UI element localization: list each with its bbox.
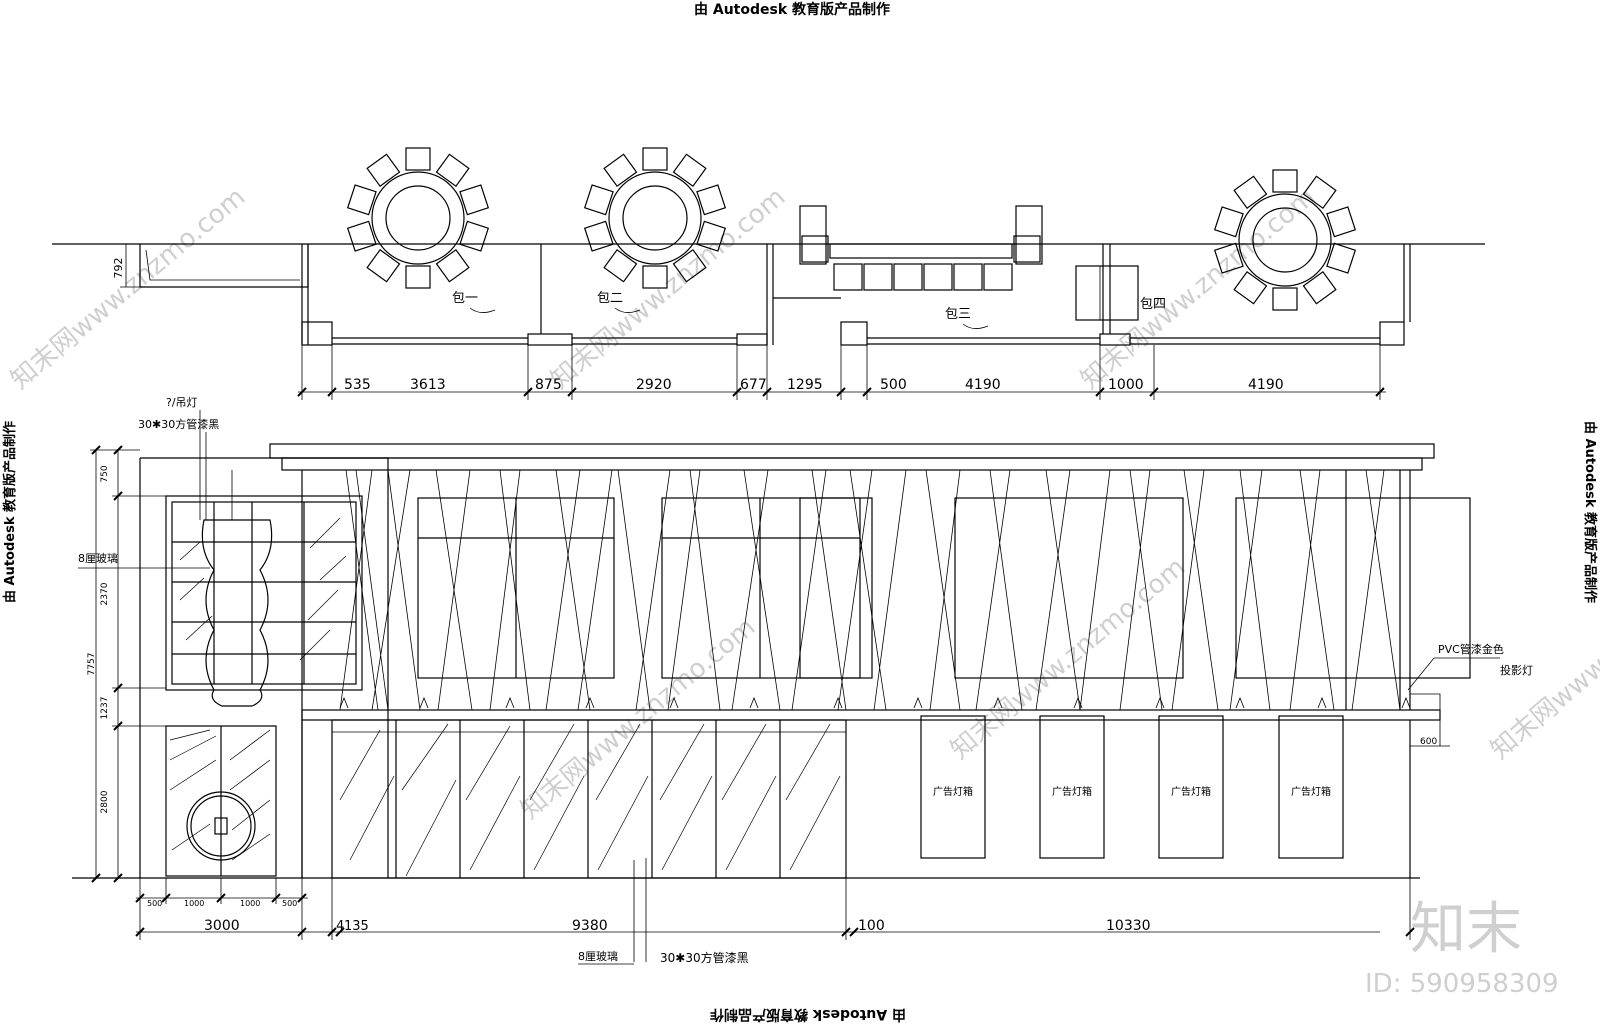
bottom-dim-5: 10330 — [1106, 918, 1151, 934]
watermark-id: ID: 590958309 — [1365, 969, 1559, 999]
plan-dim-2: 3613 — [410, 377, 446, 393]
stamp-left: 由 Autodesk 教育版产品制作 — [2, 421, 18, 603]
annex-door — [165, 725, 277, 877]
ground-glass-wall — [331, 719, 847, 879]
plan-dim-10: 4190 — [1248, 377, 1284, 393]
label-tube-bottom: 30✱30方管漆黑 — [660, 950, 749, 965]
round-table-2 — [583, 147, 727, 289]
stamp-bottom: 由 Autodesk 教育版产品制作 — [710, 1006, 906, 1023]
label-glass-bottom: 8厘玻璃 — [578, 949, 618, 963]
round-table-3 — [1213, 169, 1357, 311]
diagonal-tubes — [339, 469, 1401, 711]
label-glass-left: 8厘玻璃 — [78, 551, 118, 565]
watermark-layer: 知末网www.znzmo.com 知末网www.znzmo.com 知末网www… — [5, 182, 1600, 825]
lightbox-label-3: 广告灯箱 — [1171, 785, 1211, 798]
plan-dim-8: 4190 — [965, 377, 1001, 393]
bottom-dim-1: 3000 — [204, 918, 240, 934]
bottom-small-dim-1: 500 — [147, 899, 162, 908]
lightbox-label-4: 广告灯箱 — [1291, 785, 1331, 798]
bottom-dim-overlap: 4 — [336, 919, 344, 934]
bottom-small-dim-2: 1000 — [184, 899, 204, 908]
bottom-dim-2: 135 — [344, 919, 369, 934]
plan-dim-6: 1295 — [787, 377, 823, 393]
lightbox-label-2: 广告灯箱 — [1052, 785, 1092, 798]
room-label-4: 包四 — [1140, 297, 1166, 312]
plan-dim-1: 535 — [344, 377, 371, 393]
label-tube-top: 30✱30方管漆黑 — [138, 417, 219, 431]
plan-dim-5: 677 — [740, 377, 767, 393]
label-lamp: ?/吊灯 — [166, 396, 198, 409]
left-dim-1: 750 — [100, 465, 110, 482]
right-dim: 600 — [1420, 737, 1437, 747]
lightbox-label-1: 广告灯箱 — [933, 785, 973, 798]
floor-plan: 792 — [52, 147, 1485, 400]
watermark-site-3: 知末网www.znzmo.com — [1075, 182, 1321, 395]
bottom-dim-3: 9380 — [572, 918, 608, 934]
stamp-right: 由 Autodesk 教育版产品制作 — [1582, 421, 1598, 603]
plan-dim-3: 875 — [535, 377, 562, 393]
watermark-site-4: 知末网www.znzmo.com — [515, 612, 761, 825]
plan-dim-7: 500 — [880, 377, 907, 393]
spotlights — [339, 696, 1411, 709]
label-spot: 投影灯 — [1500, 663, 1533, 677]
label-pvc: PVC管漆金色 — [1438, 642, 1504, 656]
left-dim-5: 2800 — [100, 790, 110, 813]
left-dims: 750 2370 7757 1237 2800 — [87, 445, 166, 883]
watermark-site-5: 知末网www.znzmo.com — [945, 552, 1191, 765]
lantern-window — [165, 470, 363, 707]
plan-dim-9: 1000 — [1108, 377, 1144, 393]
plan-depth-dim: 792 — [112, 258, 125, 279]
front-elevation: 广告灯箱 广告灯箱 广告灯箱 广告灯箱 ?/吊灯 30✱30方管漆黑 8厘玻璃 … — [72, 396, 1533, 965]
left-dim-4: 1237 — [100, 697, 110, 720]
watermark-site-2: 知末网www.znzmo.com — [545, 182, 791, 395]
bottom-dims: 500 1000 1000 500 3000 4 135 9380 100 10… — [135, 878, 1415, 940]
bottom-small-dim-4: 500 — [282, 899, 297, 908]
room-label-2: 包二 — [597, 291, 623, 306]
light-boxes: 广告灯箱 广告灯箱 广告灯箱 广告灯箱 — [920, 715, 1344, 859]
room-label-1: 包一 — [452, 291, 478, 306]
watermark-site-1: 知末网www.znzmo.com — [5, 182, 251, 395]
left-dim-2: 2370 — [100, 582, 110, 605]
sofa-set — [799, 205, 1139, 321]
left-dim-3: 7757 — [87, 653, 97, 676]
watermark-brand: 知末 — [1410, 897, 1522, 962]
round-table-1 — [346, 147, 490, 289]
bottom-dim-4: 100 — [858, 918, 885, 934]
stamp-top: 由 Autodesk 教育版产品制作 — [694, 1, 890, 18]
room-label-3: 包三 — [945, 307, 971, 322]
plan-dim-4: 2920 — [636, 377, 672, 393]
bottom-small-dim-3: 1000 — [240, 899, 260, 908]
upper-windows — [417, 497, 1471, 679]
plan-dim-ticks — [297, 345, 1385, 400]
